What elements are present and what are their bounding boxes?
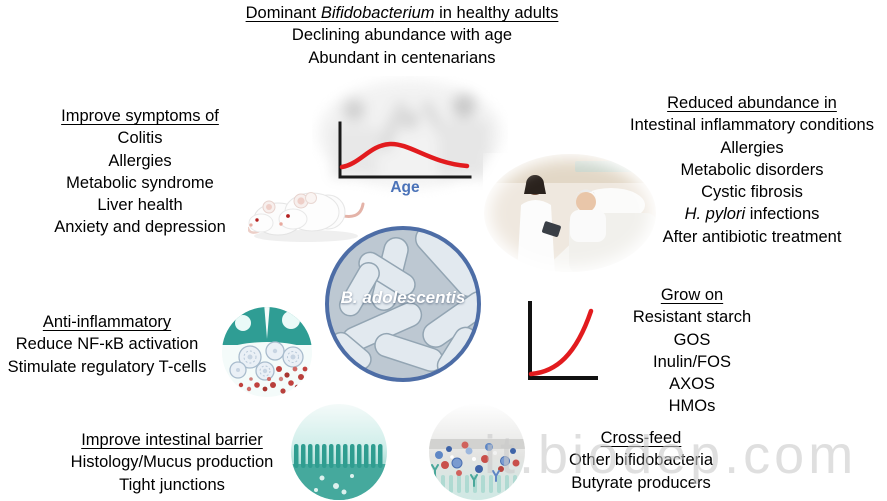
grow-on-item: GOS <box>673 330 711 349</box>
top-line-centenarians: Abundant in centenarians <box>308 48 496 67</box>
grow-on-heading: Grow on <box>660 286 724 304</box>
reduced-abundance-item: Metabolic disorders <box>680 160 824 179</box>
cross-feed-heading: Cross-feed <box>600 429 682 447</box>
top-title: Dominant Bifidobacterium in healthy adul… <box>202 2 602 24</box>
improve-symptoms-item: Allergies <box>108 151 172 170</box>
anti-inflammatory-block: Anti-inflammatory Reduce NF-κB activatio… <box>0 311 214 378</box>
age-chart-axes <box>338 121 472 179</box>
cross-feed-item: Other bifidobacteria <box>569 451 713 470</box>
improve-symptoms-item: Liver health <box>97 196 183 215</box>
improve-symptoms-item: Metabolic syndrome <box>66 173 214 192</box>
cross-feed-block: Cross-feed Other bifidobacteria Butyrate… <box>551 427 731 494</box>
age-bell-curve-chart <box>338 121 472 179</box>
intestinal-barrier-block: Improve intestinal barrier Histology/Muc… <box>60 429 284 496</box>
reduced-abundance-item: After antibiotic treatment <box>662 227 842 246</box>
immune-cells-illustration <box>222 307 312 397</box>
gut-bacteria-illustration <box>429 404 525 500</box>
top-title-text: Dominant Bifidobacterium in healthy adul… <box>246 4 559 22</box>
age-axis-label: Age <box>390 179 420 196</box>
nurse-coat <box>517 200 555 272</box>
cross-feed-item: Butyrate producers <box>571 473 711 492</box>
top-title-prefix: Dominant <box>245 4 321 22</box>
exponential-growth-chart <box>528 301 598 380</box>
improve-symptoms-item: Colitis <box>117 129 163 148</box>
reduced-abundance-item-hpylori: H. pylori infections <box>617 203 887 225</box>
grow-on-item: Inulin/FOS <box>653 352 731 371</box>
top-title-genus: Bifidobacterium <box>320 4 435 22</box>
age-chart-bell-curve <box>339 141 470 170</box>
micrograph-border <box>325 226 481 382</box>
growth-chart-axes <box>528 301 598 380</box>
hospital-patient-photo <box>483 153 658 275</box>
reduced-abundance-item: Allergies <box>720 138 784 157</box>
reduced-abundance-block: Reduced abundance in Intestinal inflamma… <box>617 92 887 248</box>
improve-symptoms-block: Improve symptoms of Colitis Allergies Me… <box>20 105 260 239</box>
reduced-abundance-item: Intestinal inflammatory conditions <box>630 116 874 135</box>
improve-symptoms-item: Anxiety and depression <box>54 218 226 237</box>
top-line-declining: Declining abundance with age <box>291 26 513 45</box>
intestinal-villi-illustration <box>291 404 387 500</box>
bacteria-rods <box>330 228 479 378</box>
hpylori-rest: infections <box>745 205 820 224</box>
top-banner: Dominant Bifidobacterium in healthy adul… <box>202 2 602 69</box>
reduced-abundance-heading: Reduced abundance in <box>667 94 837 112</box>
mixed-bacteria-dots <box>431 441 520 487</box>
bacteria-micrograph <box>325 226 481 382</box>
intestinal-barrier-item: Histology/Mucus production <box>70 453 274 472</box>
grow-on-block: Grow on Resistant starch GOS Inulin/FOS … <box>607 284 777 418</box>
hpylori-italic: H. pylori <box>684 205 746 224</box>
villi-bars <box>294 444 383 468</box>
intestinal-barrier-item: Tight junctions <box>119 475 225 494</box>
improve-symptoms-heading: Improve symptoms of <box>61 107 219 125</box>
grow-on-item: HMOs <box>668 397 716 416</box>
grow-on-item: AXOS <box>669 375 715 394</box>
red-bacteria-dots <box>238 366 308 394</box>
grow-on-item: Resistant starch <box>632 308 752 327</box>
patient-head <box>576 192 596 212</box>
anti-inflammatory-item: Reduce NF-κB activation <box>15 335 199 354</box>
center-microbe-label: B. adolescentis <box>340 288 466 307</box>
mice-image <box>248 192 365 242</box>
anti-inflammatory-item: Stimulate regulatory T-cells <box>7 357 207 376</box>
reduced-abundance-item: Cystic fibrosis <box>701 183 803 202</box>
anti-inflammatory-heading: Anti-inflammatory <box>42 313 172 331</box>
growth-curve <box>528 308 594 377</box>
top-title-suffix: in healthy adults <box>434 4 559 22</box>
intestinal-barrier-heading: Improve intestinal barrier <box>81 431 263 449</box>
mouse-right <box>278 192 346 232</box>
